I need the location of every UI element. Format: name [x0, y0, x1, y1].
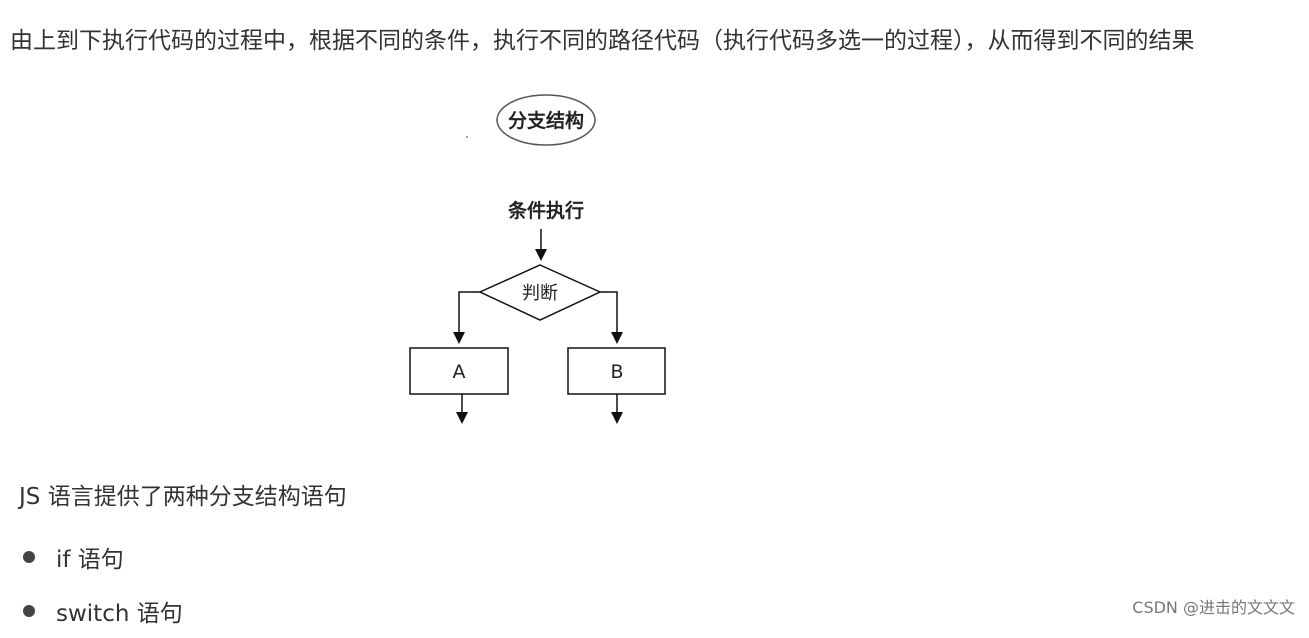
diagram-title: 分支结构 [508, 109, 584, 132]
box-a-label: A [453, 361, 466, 383]
condition-label: 条件执行 [508, 199, 584, 222]
intro-text: 由上到下执行代码的过程中，根据不同的条件，执行不同的路径代码（执行代码多选一的过… [10, 28, 1195, 54]
list-item: if 语句 [19, 530, 183, 584]
watermark: CSDN @进击的文文文 [1132, 598, 1295, 617]
stray-dot [466, 136, 468, 138]
decision-diamond [478, 264, 602, 321]
list-item-label: switch 语句 [56, 601, 183, 627]
branch-flowchart: 分支结构 条件执行 判断 A B [409, 94, 666, 424]
box-a [409, 347, 509, 395]
list-item-label: if 语句 [56, 547, 124, 573]
title-ellipse [496, 94, 596, 146]
statement-list: if 语句 switch 语句 [19, 530, 183, 638]
list-item: switch 语句 [19, 584, 183, 638]
right-branch-line [600, 291, 623, 344]
bullet-dot-icon [23, 605, 35, 617]
decision-label: 判断 [522, 283, 558, 304]
branch-statement-heading: JS 语言提供了两种分支结构语句 [19, 484, 347, 510]
bullet-dot-icon [23, 551, 35, 563]
box-b-label: B [610, 361, 623, 383]
left-branch-line [453, 291, 480, 344]
